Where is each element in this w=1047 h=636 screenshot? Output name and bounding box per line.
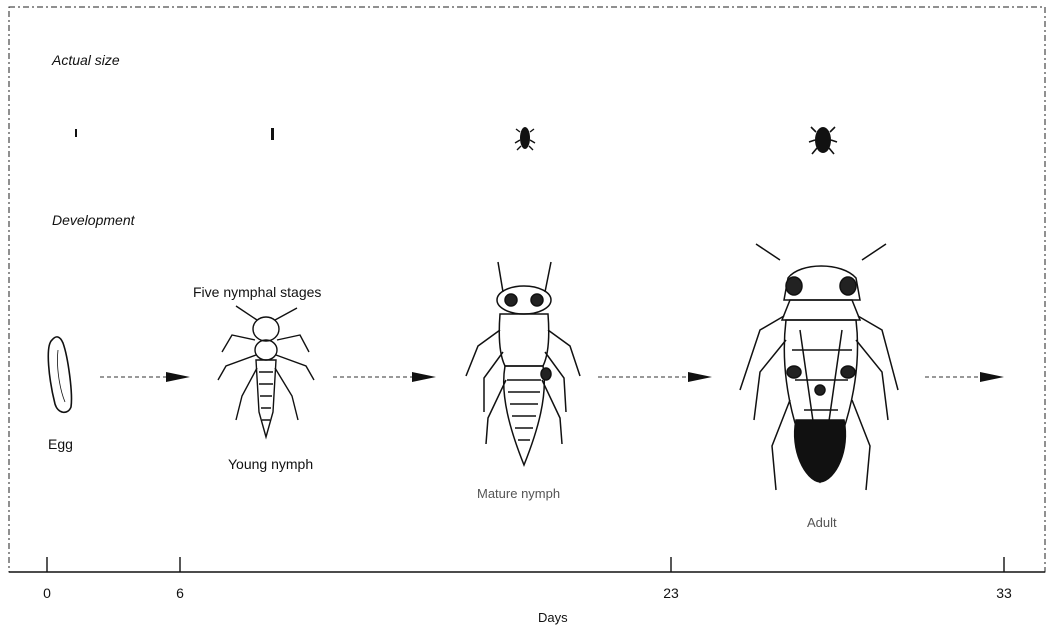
egg-icon [48, 337, 71, 412]
actual-size-heading: Actual size [52, 52, 120, 68]
tick-label-0: 0 [27, 585, 67, 601]
adult-leafhopper-icon [740, 244, 898, 490]
arrow-right-icon [598, 372, 712, 382]
tick-label-23: 23 [651, 585, 691, 601]
adult-label: Adult [807, 515, 837, 530]
young-nymph-insect-icon [218, 306, 314, 437]
nymphal-stages-label: Five nymphal stages [193, 284, 321, 300]
arrow-right-icon [925, 372, 1004, 382]
egg-label: Egg [48, 436, 73, 452]
axis-title: Days [538, 610, 568, 625]
young-nymph-label: Young nymph [228, 456, 313, 472]
mature-nymph-label: Mature nymph [477, 486, 560, 501]
actual-size-egg-icon [75, 129, 77, 137]
arrow-right-icon [333, 372, 436, 382]
tick-label-33: 33 [984, 585, 1024, 601]
arrow-right-icon [100, 372, 190, 382]
development-heading: Development [52, 212, 135, 228]
actual-size-mature-nymph-icon [515, 127, 535, 150]
actual-size-adult-icon [809, 127, 837, 154]
mature-nymph-insect-icon [466, 262, 580, 465]
tick-label-6: 6 [160, 585, 200, 601]
time-axis [9, 557, 1045, 572]
actual-size-young-nymph-icon [271, 128, 274, 140]
